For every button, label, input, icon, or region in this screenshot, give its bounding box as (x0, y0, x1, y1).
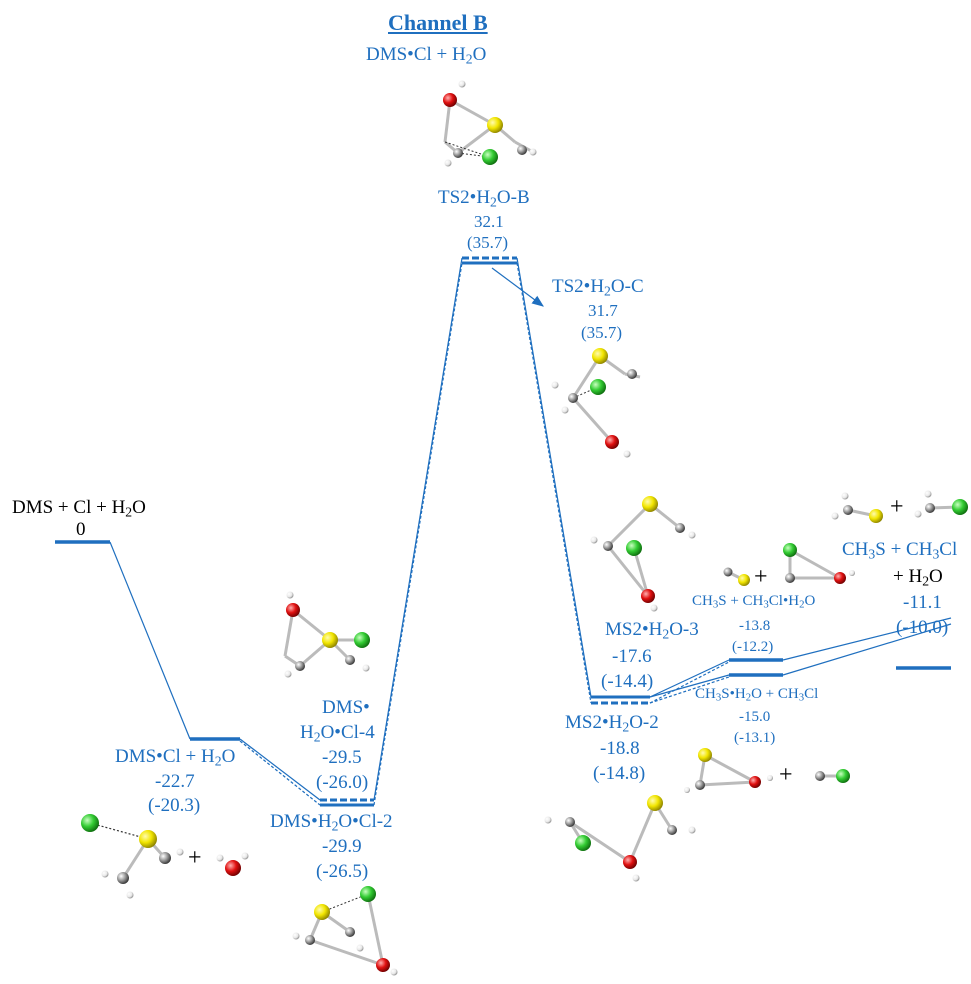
label-dms-h2o-cl-2: DMS•H2O•Cl-2 (270, 811, 393, 834)
alt-energy-dms-h2o-cl-2: (-26.5) (316, 861, 369, 882)
alt-energy-ch3s-ch3clh2o: (-12.2) (732, 639, 774, 655)
alt-energy-ch3sh2o-ch3cl: (-13.1) (734, 730, 776, 746)
connector-ts-to-ms3 (516, 257, 592, 698)
plus-sign-ch3clh2o: + (754, 564, 768, 590)
connector-ms3-to-ch3clh2o (649, 659, 730, 698)
label-ch3sh2o-ch3cl: CH3S•H2O + CH3Cl (695, 686, 819, 704)
alt-energy-products: (-10.0) (896, 617, 949, 638)
alt-energy-ts2-h2o-c: (35.7) (581, 323, 623, 342)
energy-complex: -22.7 (155, 771, 195, 792)
label-products-line2: + H2O (893, 566, 943, 589)
energy-levels (55, 256, 951, 807)
energy-ts2-h2o-c: 31.7 (588, 301, 618, 320)
molecule-complex (81, 814, 249, 899)
label-ts2-h2o-b: TS2•H2O-B (438, 187, 530, 210)
energy-reactants: 0 (76, 519, 86, 540)
molecule-ms3 (590, 496, 696, 612)
connector-ms3-to-ch3sh2o (649, 674, 730, 698)
diagram-subtitle: DMS•Cl + H2O (366, 44, 487, 67)
label-dms-h2o-cl-4-line2: H2O•Cl-4 (300, 722, 375, 745)
connector-ms2-to-ch3sh2o (649, 676, 730, 704)
connector-cl4-to-ts (373, 257, 463, 801)
label-ch3s-ch3clh2o: CH3S + CH3Cl•H2O (692, 593, 816, 611)
plus-sign-ch3sh2o: + (779, 762, 793, 788)
label-products-line1: CH3S + CH3Cl (842, 539, 958, 562)
alt-energy-ms2-h2o-3: (-14.4) (601, 671, 654, 692)
diagram-title: Channel B (388, 10, 488, 35)
energy-dms-h2o-cl-2: -29.9 (322, 836, 362, 857)
label-dms-h2o-cl-4-line1: DMS• (322, 697, 370, 718)
connector-lines (109, 257, 952, 806)
molecule-cl2 (292, 886, 398, 976)
molecule-ts-c (551, 348, 641, 458)
plus-sign-products: + (890, 494, 904, 520)
energy-products: -11.1 (903, 592, 942, 613)
label-ms2-h2o-2: MS2•H2O-2 (565, 712, 659, 735)
molecule-ch3s-ch3cl-top-right (831, 490, 968, 523)
plus-sign-complex: + (188, 845, 202, 871)
energy-ch3sh2o-ch3cl: -15.0 (739, 709, 771, 725)
connector-ch3sh2o-to-products (782, 623, 952, 676)
ts-c-arrow (491, 267, 544, 307)
label-reactants: DMS + Cl + H2O (12, 497, 146, 520)
connector-ts-to-ms2 (516, 262, 592, 704)
molecule-ch3s-ch3clh2o (723, 543, 855, 586)
molecule-ms2 (544, 795, 696, 882)
energy-dms-h2o-cl-4: -29.5 (322, 747, 362, 768)
connector-cl2-to-ts (373, 262, 463, 806)
alt-energy-ts2-h2o-b: (35.7) (467, 233, 509, 252)
connector-reactants-to-complex (109, 541, 191, 740)
alt-energy-dms-h2o-cl-4: (-26.0) (316, 772, 369, 793)
molecule-cl4 (283, 591, 370, 678)
connector-ch3clh2o-to-products (782, 617, 952, 661)
connector-complex-to-cl4 (239, 738, 321, 801)
molecule-ch3sh2o-ch3cl (684, 748, 850, 793)
molecule-top-ts (443, 80, 537, 167)
energy-ch3s-ch3clh2o: -13.8 (739, 618, 771, 634)
energy-ms2-h2o-2: -18.8 (600, 738, 640, 759)
label-ts2-h2o-c: TS2•H2O-C (552, 276, 644, 299)
label-ms2-h2o-3: MS2•H2O-3 (605, 619, 699, 642)
label-complex: DMS•Cl + H2O (115, 746, 236, 769)
energy-ts2-h2o-b: 32.1 (474, 212, 504, 231)
alt-energy-complex: (-20.3) (148, 795, 201, 816)
energy-ms2-h2o-3: -17.6 (612, 646, 652, 667)
alt-energy-ms2-h2o-2: (-14.8) (593, 763, 646, 784)
connector-complex-to-cl2 (239, 740, 321, 806)
